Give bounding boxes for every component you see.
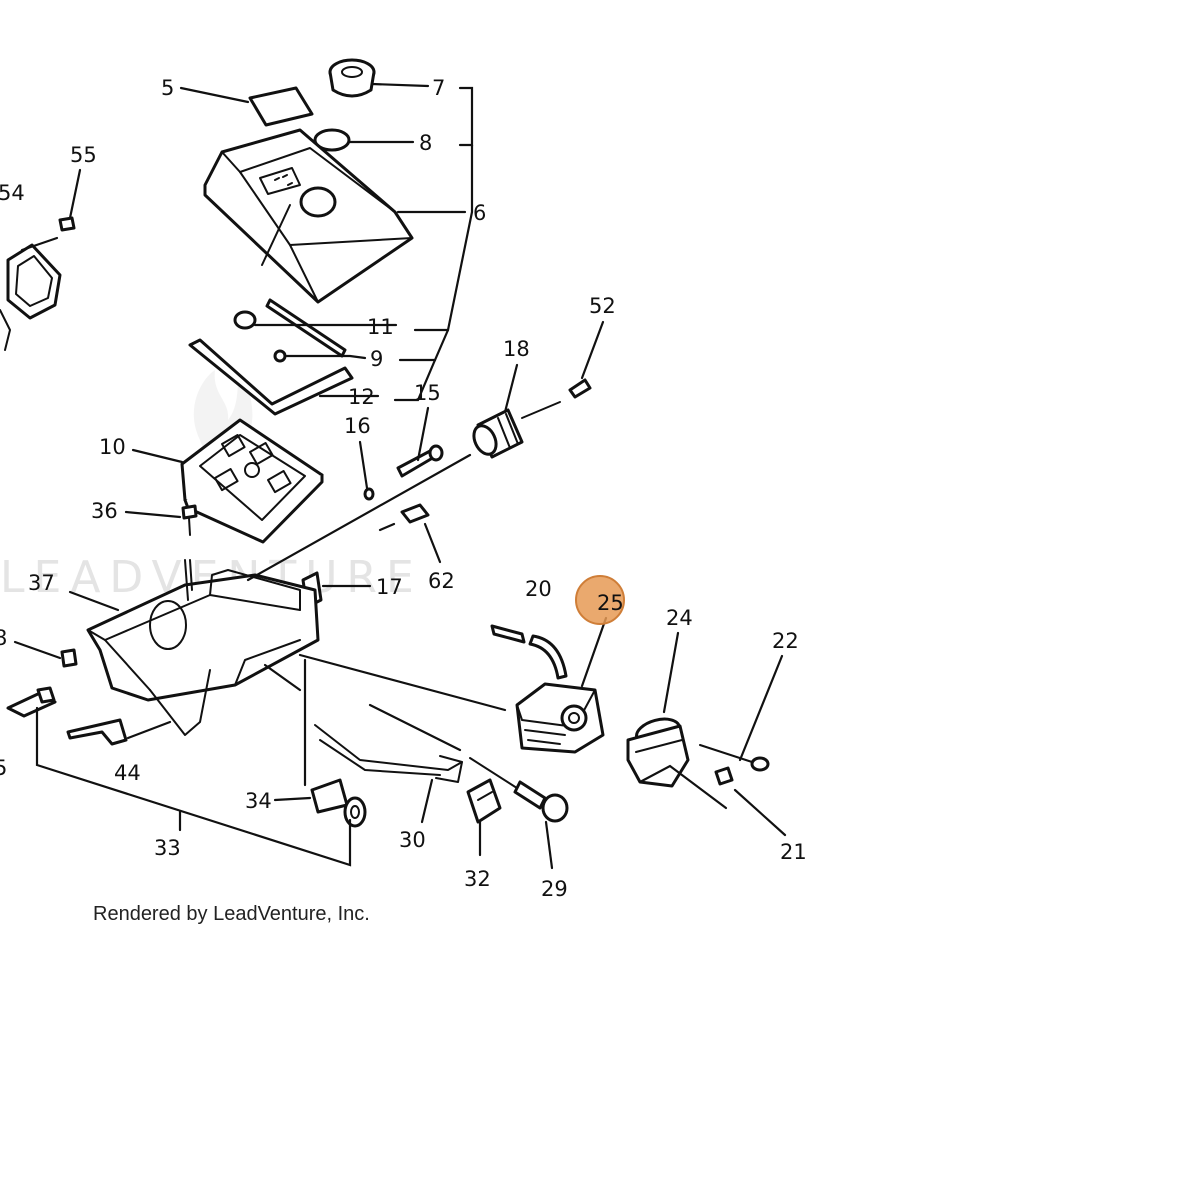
part-10-air-filter[interactable] (180, 418, 324, 544)
part-21-nut[interactable] (714, 766, 734, 786)
callout-10[interactable]: 10 (99, 435, 126, 459)
callout-5-left[interactable]: 5 (0, 756, 7, 780)
callout-54[interactable]: 54 (0, 181, 25, 205)
callout-18[interactable]: 18 (503, 337, 530, 361)
part-34-plate[interactable] (310, 778, 349, 814)
part-37-base-housing[interactable] (86, 559, 320, 736)
part-25-carburetor[interactable] (515, 682, 605, 754)
callout-20[interactable]: 20 (525, 577, 552, 601)
part-20-fuel-hose[interactable] (490, 624, 568, 680)
part-44-linkage[interactable] (66, 718, 128, 746)
part-34-grommet[interactable] (343, 796, 367, 828)
part-52-screw[interactable] (568, 378, 592, 399)
part-12-gasket-seal[interactable] (188, 338, 354, 416)
part-8-o-ring[interactable] (313, 128, 351, 152)
callout-11[interactable]: 11 (367, 315, 394, 339)
part-5-left-nozzle[interactable] (6, 686, 57, 718)
callout-7[interactable]: 7 (432, 76, 445, 100)
part-29-choke-knob[interactable] (469, 757, 569, 823)
callout-52[interactable]: 52 (589, 294, 616, 318)
callout-25[interactable]: 25 (597, 591, 624, 615)
part-8-left-screw[interactable] (60, 648, 78, 668)
callout-55[interactable]: 55 (70, 143, 97, 167)
callout-8-left[interactable]: 8 (0, 626, 7, 650)
leader-lines (13, 82, 787, 870)
callout-37[interactable]: 37 (28, 571, 55, 595)
callout-8[interactable]: 8 (419, 131, 432, 155)
callout-32[interactable]: 32 (464, 867, 491, 891)
callout-12[interactable]: 12 (348, 385, 375, 409)
callout-24[interactable]: 24 (666, 606, 693, 630)
callout-17[interactable]: 17 (376, 575, 403, 599)
part-9-small-ring[interactable] (273, 349, 287, 363)
callout-62[interactable]: 62 (428, 569, 455, 593)
callout-36[interactable]: 36 (91, 499, 118, 523)
callout-44[interactable]: 44 (114, 761, 141, 785)
part-55-screw[interactable] (58, 216, 76, 232)
part-18-bushing[interactable] (470, 401, 561, 459)
part-15-bolt[interactable] (396, 444, 444, 478)
part-36-screw[interactable] (181, 504, 198, 536)
callout-labels: 5 7 8 6 55 54 11 9 12 52 18 15 16 10 36 … (0, 76, 807, 901)
callout-16[interactable]: 16 (344, 414, 371, 438)
callout-30[interactable]: 30 (399, 828, 426, 852)
highlight-marker[interactable] (575, 575, 625, 625)
part-30-rod[interactable] (314, 724, 463, 783)
part-5-label-plate[interactable] (248, 86, 314, 127)
render-credit: Rendered by LeadVenture, Inc. (93, 903, 370, 925)
callout-29[interactable]: 29 (541, 877, 568, 901)
part-54-gasket[interactable] (0, 243, 62, 351)
callout-9[interactable]: 9 (370, 347, 383, 371)
callout-33[interactable]: 33 (154, 836, 181, 860)
callout-15[interactable]: 15 (414, 381, 441, 405)
callout-5[interactable]: 5 (161, 76, 174, 100)
part-7-filler-cap[interactable] (328, 58, 376, 98)
part-32-bracket[interactable] (466, 778, 502, 824)
callout-21[interactable]: 21 (780, 840, 807, 864)
part-22-bolt[interactable] (699, 744, 770, 772)
part-6-top-cover[interactable] (203, 128, 414, 304)
part-16-washer[interactable] (363, 487, 375, 501)
callout-6[interactable]: 6 (473, 201, 486, 225)
callout-22[interactable]: 22 (772, 629, 799, 653)
callout-34[interactable]: 34 (245, 789, 272, 813)
part-24-intake-adapter[interactable] (626, 715, 690, 788)
part-62-plug[interactable] (400, 503, 430, 524)
part-11-grommet[interactable] (233, 298, 347, 358)
